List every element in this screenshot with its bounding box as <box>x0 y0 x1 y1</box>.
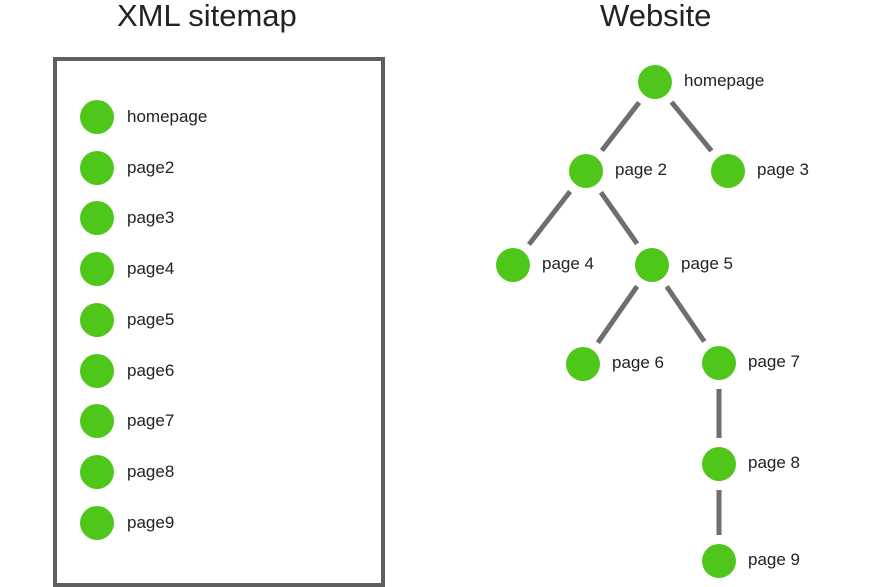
tree-edge <box>526 189 573 247</box>
tree-node-label: page 9 <box>748 550 800 569</box>
sitemap-list-item: page5 <box>80 302 175 337</box>
sitemap-item-label: page9 <box>127 512 175 532</box>
sitemap-item-label: page7 <box>127 411 175 431</box>
tree-node-label: page 3 <box>757 160 809 179</box>
page-node-icon <box>80 353 114 388</box>
tree-node-label: page 7 <box>748 352 800 371</box>
page-node-icon <box>80 454 114 489</box>
page-node-icon <box>711 154 745 188</box>
tree-node-label: page 4 <box>542 254 594 273</box>
sitemap-item-label: page4 <box>127 259 175 279</box>
page-node-icon <box>702 544 736 578</box>
tree-node-label: page 2 <box>615 160 667 179</box>
page-node-icon <box>80 252 114 287</box>
page-node-icon <box>80 302 114 337</box>
sitemap-list-item: page8 <box>80 454 175 489</box>
tree-edge <box>595 284 640 345</box>
page-node-icon <box>635 248 669 282</box>
tree-node-label: homepage <box>684 71 765 90</box>
sitemap-list-item: page4 <box>80 252 175 287</box>
website-tree-edges <box>526 100 722 535</box>
sitemap-item-label: homepage <box>127 107 208 126</box>
sitemap-list-item: page3 <box>80 201 175 236</box>
tree-edge <box>599 100 642 153</box>
tree-node-label: page 5 <box>681 254 733 273</box>
page-node-icon <box>569 154 603 188</box>
page-node-icon <box>638 65 672 99</box>
page-node-icon <box>496 248 530 282</box>
page-node-icon <box>702 447 736 481</box>
page-node-icon <box>80 505 114 540</box>
sitemap-item-label: page3 <box>127 208 175 228</box>
sitemap-list-item: homepage <box>80 100 207 134</box>
page-node-icon <box>80 150 114 185</box>
sitemap-list-item: page9 <box>80 505 175 540</box>
page-node-icon <box>702 346 736 380</box>
page-node-icon <box>566 347 600 381</box>
tree-node-label: page 8 <box>748 453 800 472</box>
website-title: Website <box>600 0 712 33</box>
tree-edge <box>664 285 707 343</box>
tree-edge <box>669 100 714 153</box>
tree-edge <box>598 190 640 246</box>
sitemap-list-item: page2 <box>80 150 175 185</box>
tree-node-label: page 6 <box>612 353 664 372</box>
sitemap-item-label: page8 <box>127 461 175 481</box>
sitemap-list-item: page7 <box>80 404 175 439</box>
sitemap-list-item: page6 <box>80 353 175 388</box>
page-node-icon <box>80 100 114 134</box>
sitemap-item-label: page5 <box>127 309 175 329</box>
sitemap-item-label: page2 <box>127 157 175 177</box>
page-node-icon <box>80 404 114 439</box>
page-node-icon <box>80 201 114 236</box>
sitemap-item-label: page6 <box>127 360 175 380</box>
sitemap-title: XML sitemap <box>117 0 297 33</box>
